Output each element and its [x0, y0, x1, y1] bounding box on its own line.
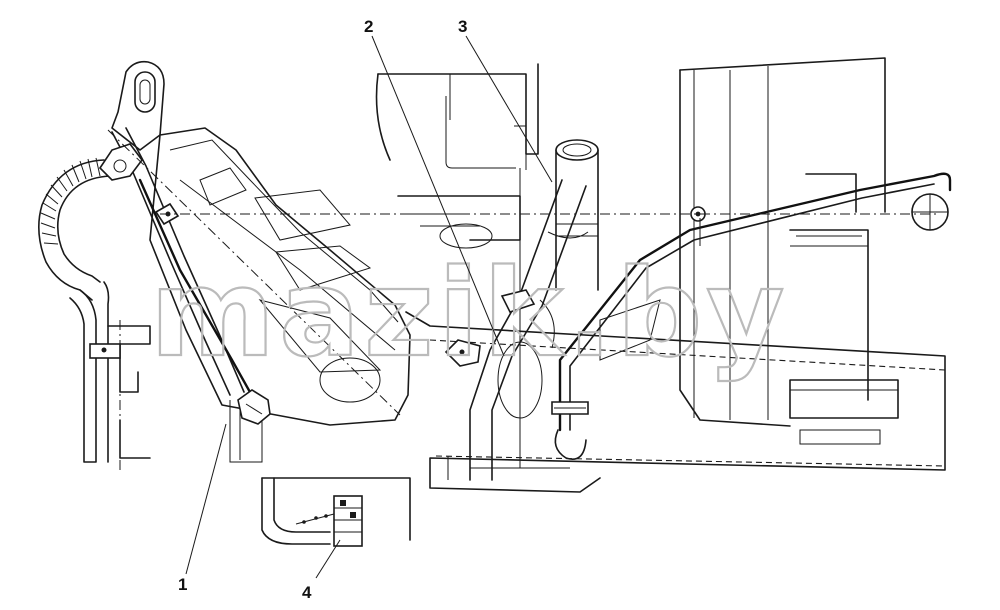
centre-frame-assembly: [375, 63, 952, 493]
detail-fitting-4: [261, 477, 411, 547]
right-body-assembly: [679, 57, 949, 445]
callout-3: 3: [458, 17, 553, 183]
callout-2: 2: [364, 17, 505, 357]
callout-label-3: 3: [458, 17, 467, 36]
callout-label-4: 4: [302, 583, 312, 602]
callout-1: 1: [178, 423, 227, 594]
callout-label-2: 2: [364, 17, 373, 36]
watermark: mazik.by: [150, 245, 789, 384]
left-tank-assembly: [38, 60, 411, 470]
callout-label-1: 1: [178, 575, 187, 594]
callout-4: 4: [302, 539, 341, 602]
corrugation-ridges: [40, 157, 101, 245]
